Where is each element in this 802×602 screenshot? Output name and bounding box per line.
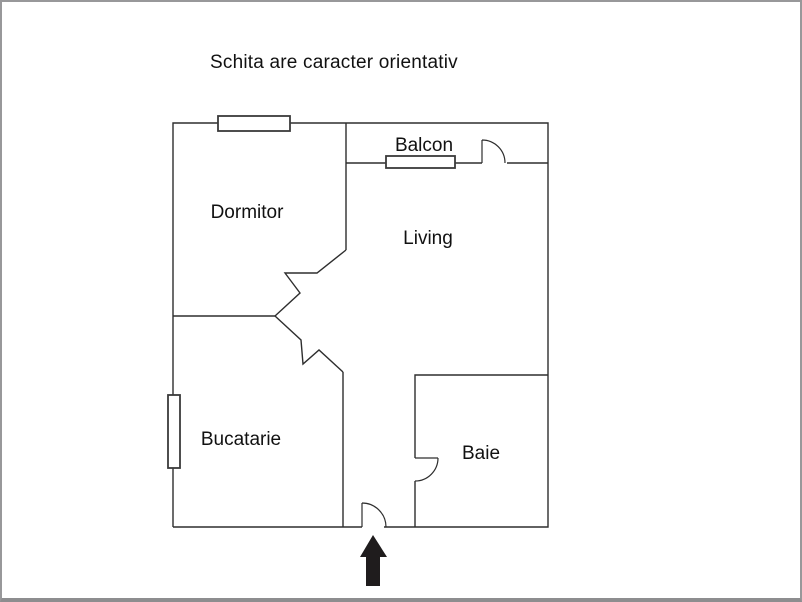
baie-door — [414, 457, 439, 482]
baie-walls — [414, 374, 548, 527]
dormitor-window — [217, 115, 291, 132]
entrance-door — [361, 502, 387, 528]
bucatarie-door-leaf — [274, 315, 344, 373]
room-label-bucatarie: Bucatarie — [201, 429, 281, 450]
balcon-door — [481, 139, 506, 164]
room-label-balcon: Balcon — [395, 135, 453, 156]
room-label-living: Living — [403, 228, 453, 249]
page-title: Schita are caracter orientativ — [210, 52, 458, 73]
bucatarie-window — [167, 394, 181, 469]
entrance-arrow-icon — [360, 535, 387, 586]
room-label-dormitor: Dormitor — [211, 202, 285, 223]
outer-walls — [172, 122, 549, 528]
balcon-window — [385, 155, 456, 169]
dormitor-door-leaf — [274, 249, 347, 317]
room-label-baie: Baie — [462, 443, 500, 464]
